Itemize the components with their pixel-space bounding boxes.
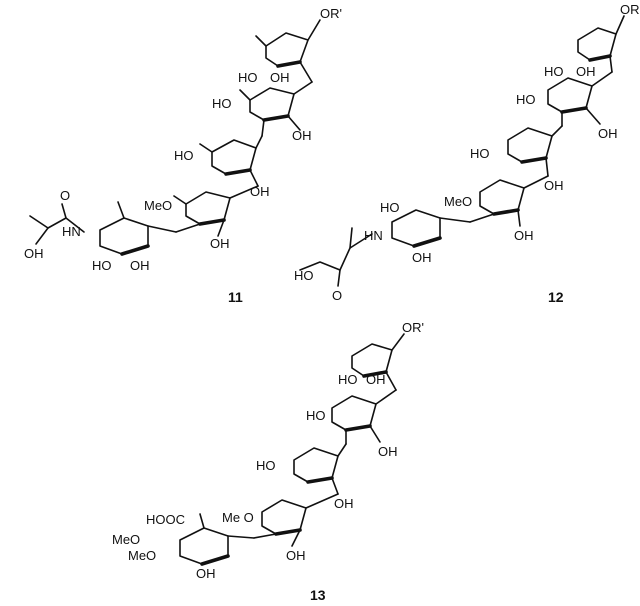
oh-label: OH	[412, 250, 432, 265]
oh-label: OH	[130, 258, 150, 273]
compound-13-structure	[179, 333, 405, 566]
compound-number-12: 12	[548, 289, 564, 305]
ho-label: HO	[212, 96, 232, 111]
or-label-12: OR	[620, 2, 640, 17]
oh-label: OH	[24, 246, 44, 261]
oh-label: OH	[366, 372, 386, 387]
o-label: O	[332, 288, 342, 303]
meo-label: MeO	[144, 198, 172, 213]
ho-label: HO	[92, 258, 112, 273]
compound-number-13: 13	[310, 587, 326, 603]
ho-label: HO	[174, 148, 194, 163]
oh-label: OH	[598, 126, 618, 141]
oh-label: OH	[210, 236, 230, 251]
meo-label: MeO	[112, 532, 140, 547]
ho-label: HO	[256, 458, 276, 473]
oh-label: OH	[270, 70, 290, 85]
o-label: O	[60, 188, 70, 203]
compound-number-11: 11	[228, 289, 243, 305]
meo-label: MeO	[128, 548, 156, 563]
ho-label: HO	[306, 408, 326, 423]
ho-label: HO	[470, 146, 490, 161]
ho-label: HO	[294, 268, 314, 283]
ho-label: HO	[516, 92, 536, 107]
oh-label: OH	[286, 548, 306, 563]
oh-label: OH	[514, 228, 534, 243]
or-prime-label-11: OR'	[320, 6, 342, 21]
ho-label: HO	[544, 64, 564, 79]
oh-label: OH	[576, 64, 596, 79]
oh-label: OH	[378, 444, 398, 459]
me-o-label: Me O	[222, 510, 254, 525]
meo-label: MeO	[444, 194, 472, 209]
or-prime-label-13: OR'	[402, 320, 424, 335]
oh-label: OH	[544, 178, 564, 193]
atom-labels: OR' HO OH HO OH HO OH MeO OH HN O OH HO …	[24, 2, 640, 603]
compound-11-structure	[29, 19, 321, 256]
hn-label: HN	[62, 224, 81, 239]
oh-label: OH	[250, 184, 270, 199]
ho-label: HO	[380, 200, 400, 215]
hooc-label: HOOC	[146, 512, 185, 527]
ho-label: HO	[338, 372, 358, 387]
hn-label: HN	[364, 228, 383, 243]
compound-12-structure	[299, 15, 625, 287]
ho-label: HO	[238, 70, 258, 85]
oh-label: OH	[334, 496, 354, 511]
oh-label: OH	[292, 128, 312, 143]
oh-label: OH	[196, 566, 216, 581]
